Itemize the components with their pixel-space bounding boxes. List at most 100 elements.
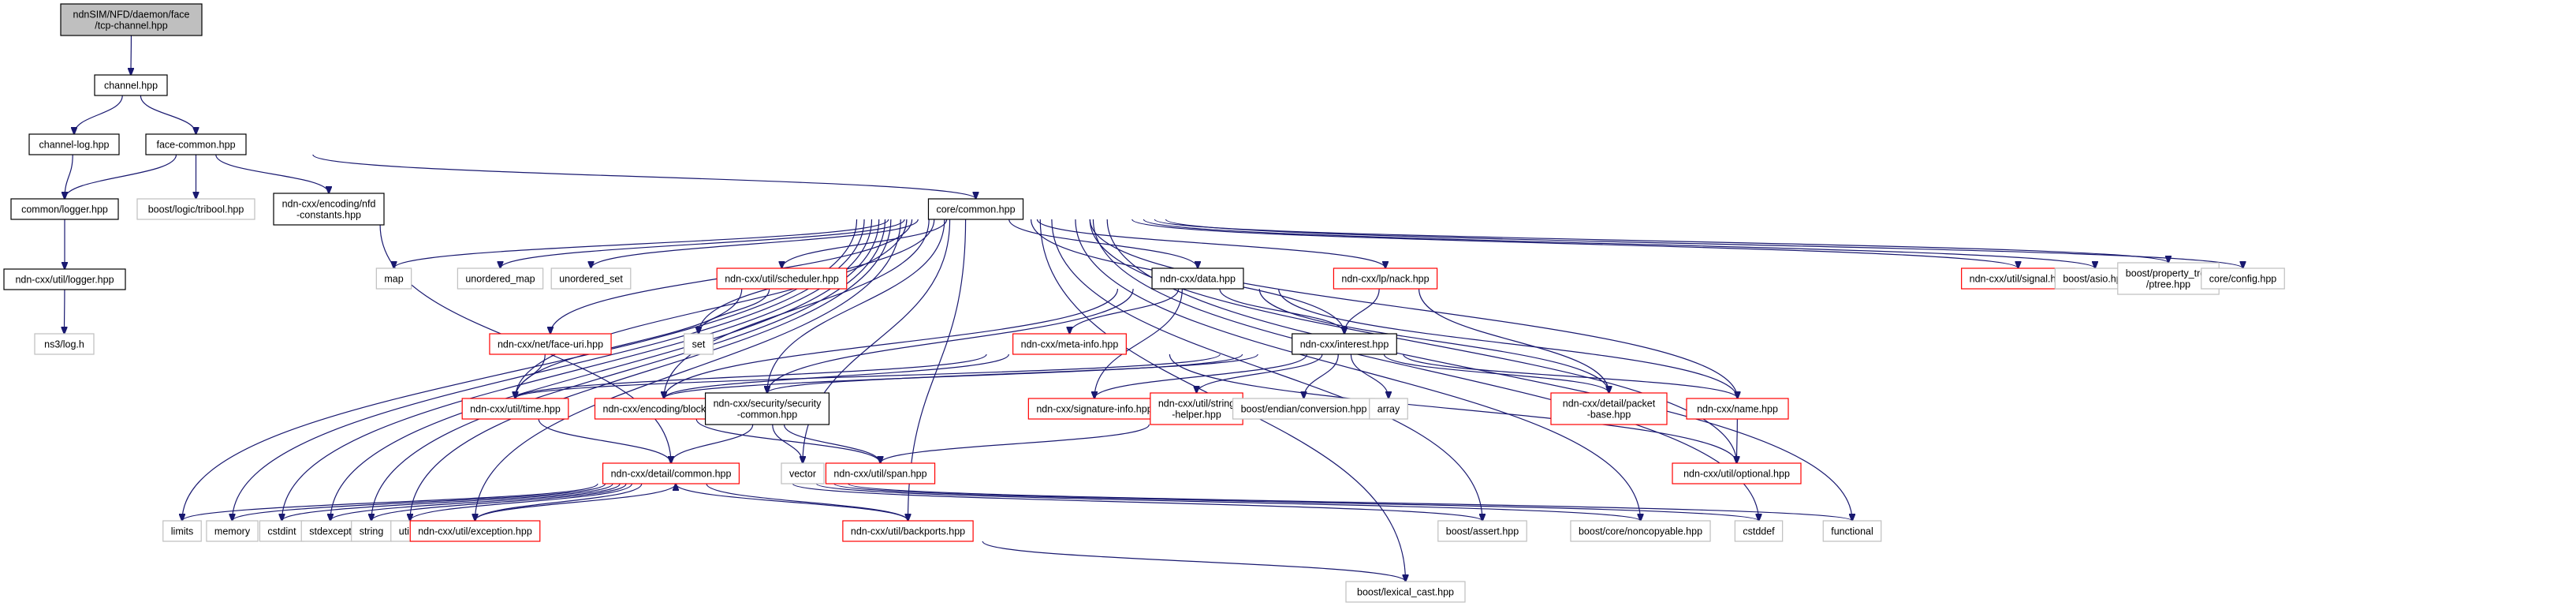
node-box: [34, 333, 95, 355]
node-span[interactable]: ndn-cxx/util/span.hpp: [825, 462, 936, 484]
node-box: [1333, 267, 1438, 290]
node-scheduler[interactable]: ndn-cxx/util/scheduler.hpp: [716, 267, 848, 290]
node-label: ndn-cxx/util/span.hpp: [833, 469, 926, 480]
node-endian[interactable]: boost/endian/conversion.hpp: [1232, 398, 1376, 420]
node-lexical-cast[interactable]: boost/lexical_cast.hpp: [1345, 581, 1466, 603]
node-nfd-constants[interactable]: ndn-cxx/encoding/nfd-constants.hpp: [273, 193, 385, 226]
node-assert[interactable]: boost/assert.hpp: [1437, 520, 1527, 542]
node-channel[interactable]: channel.hpp: [94, 74, 168, 96]
node-box: [825, 462, 936, 484]
node-box: [457, 267, 544, 290]
node-label: ndn-cxx/signature-info.hpp: [1036, 404, 1152, 415]
node-nack[interactable]: ndn-cxx/lp/nack.hpp: [1333, 267, 1438, 290]
node-box: [781, 462, 825, 484]
edge-core-common-to-memory: [233, 219, 865, 521]
node-limits[interactable]: limits: [162, 520, 202, 542]
node-config[interactable]: core/config.hpp: [2201, 267, 2285, 290]
edge-data-to-meta-info: [1070, 288, 1180, 334]
node-label: ndn-cxx/util/string: [1158, 398, 1235, 410]
node-stdexcept[interactable]: stdexcept: [300, 520, 360, 542]
node-signature-info[interactable]: ndn-cxx/signature-info.hpp: [1027, 398, 1161, 420]
node-tribool[interactable]: boost/logic/tribool.hpp: [136, 198, 255, 220]
node-meta-info[interactable]: ndn-cxx/meta-info.hpp: [1012, 333, 1127, 355]
node-label: ndn-cxx/meta-info.hpp: [1021, 339, 1119, 350]
node-label: ndn-cxx/lp/nack.hpp: [1341, 274, 1429, 285]
node-map[interactable]: map: [375, 267, 412, 290]
node-time[interactable]: ndn-cxx/util/time.hpp: [461, 398, 569, 420]
node-unordered-map[interactable]: unordered_map: [457, 267, 544, 290]
node-security-common[interactable]: ndn-cxx/security/security-common.hpp: [704, 392, 830, 425]
edges-layer: [65, 35, 2243, 582]
node-util-logger[interactable]: ndn-cxx/util/logger.hpp: [3, 268, 126, 290]
node-box: [602, 462, 740, 484]
node-unordered-set[interactable]: unordered_set: [550, 267, 632, 290]
edge-channel-to-channel-log: [74, 95, 123, 134]
node-exception[interactable]: ndn-cxx/util/exception.hpp: [409, 520, 541, 542]
edge-data-to-name: [1278, 288, 1738, 398]
edge-interest-to-string-helper: [1197, 354, 1323, 393]
node-packet-base[interactable]: ndn-cxx/detail/packet-base.hpp: [1550, 392, 1668, 425]
edge-data-to-interest: [1219, 288, 1344, 334]
edge-detail-common-to-cstddef: [833, 483, 1759, 521]
node-channel-log[interactable]: channel-log.hpp: [28, 133, 120, 155]
node-label: ndn-cxx/util/exception.hpp: [418, 526, 532, 537]
edge-channel-to-face-common: [140, 95, 196, 134]
edge-block-to-span: [695, 418, 880, 463]
node-box: [489, 333, 612, 355]
node-face-common[interactable]: face-common.hpp: [145, 133, 247, 155]
node-cstddef[interactable]: cstddef: [1734, 520, 1784, 542]
edge-core-common-to-vector: [803, 219, 951, 463]
edge-backports-to-detail-common: [676, 484, 909, 522]
node-box: [3, 268, 126, 290]
edge-detail-common-to-stdexcept: [330, 483, 621, 521]
node-noncopyable[interactable]: boost/core/noncopyable.hpp: [1570, 520, 1711, 542]
node-string[interactable]: string: [351, 520, 392, 542]
node-cstdint[interactable]: cstdint: [259, 520, 305, 542]
node-box: [94, 74, 168, 96]
node-label: map: [384, 274, 403, 285]
node-label: memory: [214, 526, 251, 537]
node-memory[interactable]: memory: [206, 520, 259, 542]
edge-data-to-signature-info: [1094, 288, 1183, 398]
node-label: ndn-cxx/name.hpp: [1697, 404, 1778, 415]
node-label: ndn-cxx/encoding/block.hpp: [603, 404, 725, 415]
edge-core-common-to-signal: [1131, 219, 2019, 268]
node-common-logger[interactable]: common/logger.hpp: [10, 198, 119, 220]
node-face-uri[interactable]: ndn-cxx/net/face-uri.hpp: [489, 333, 612, 355]
node-box: [1027, 398, 1161, 420]
node-label: ndn-cxx/util/optional.hpp: [1683, 469, 1790, 480]
node-set[interactable]: set: [684, 333, 714, 355]
edge-interest-to-signature-info: [1094, 354, 1308, 398]
node-box: [1822, 520, 1882, 542]
node-vector[interactable]: vector: [781, 462, 825, 484]
node-label: ndn-cxx/security/security: [714, 398, 822, 410]
node-ns3-log[interactable]: ns3/log.h: [34, 333, 95, 355]
edge-interest-to-endian: [1304, 354, 1339, 398]
node-box: [1369, 398, 1408, 420]
edge-detail-common-to-functional: [848, 483, 1852, 521]
edge-core-common-to-string: [371, 219, 886, 521]
node-backports[interactable]: ndn-cxx/util/backports.hpp: [842, 520, 974, 542]
edge-exception-to-detail-common: [474, 484, 677, 522]
edge-core-common-to-map: [394, 219, 889, 268]
node-root[interactable]: ndnSIM/NFD/daemon/face/tcp-channel.hpp: [60, 3, 203, 36]
edge-detail-common-to-limits: [182, 483, 598, 521]
node-label: array: [1377, 404, 1400, 415]
node-label: boost/logic/tribool.hpp: [148, 204, 244, 215]
node-core-common[interactable]: core/common.hpp: [927, 198, 1024, 220]
node-box: [1345, 581, 1466, 603]
node-interest[interactable]: ndn-cxx/interest.hpp: [1292, 333, 1397, 355]
node-string-helper[interactable]: ndn-cxx/util/string-helper.hpp: [1150, 392, 1243, 425]
node-label: channel-log.hpp: [39, 140, 110, 151]
node-box: [1550, 392, 1668, 425]
node-label: /tcp-channel.hpp: [95, 21, 167, 32]
node-name[interactable]: ndn-cxx/name.hpp: [1686, 398, 1789, 420]
node-optional[interactable]: ndn-cxx/util/optional.hpp: [1672, 462, 1802, 484]
node-box: [1570, 520, 1711, 542]
node-label: face-common.hpp: [156, 140, 235, 151]
node-label: -helper.hpp: [1172, 410, 1221, 421]
node-array[interactable]: array: [1369, 398, 1408, 420]
node-data[interactable]: ndn-cxx/data.hpp: [1151, 267, 1244, 290]
node-functional[interactable]: functional: [1822, 520, 1882, 542]
node-detail-common[interactable]: ndn-cxx/detail/common.hpp: [602, 462, 740, 484]
